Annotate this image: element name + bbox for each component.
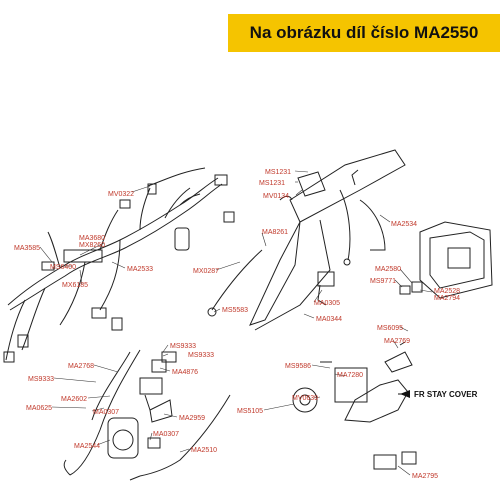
part-label[interactable]: MS1231 [265,169,291,176]
part-label[interactable]: MS1231 [259,180,285,187]
part-label[interactable]: MA2769 [384,338,410,345]
part-label[interactable]: MA3585 [14,245,40,252]
part-label[interactable]: MA3680 [79,235,105,242]
part-label[interactable]: MA2602 [61,396,87,403]
part-label[interactable]: MV0639 [292,395,318,402]
throttle-cables [63,349,231,481]
part-label[interactable]: MA0305 [314,300,340,307]
ignition-switch [317,271,335,287]
main-wiring-harness [3,167,235,363]
part-label[interactable]: MV0134 [263,193,289,200]
cable-end [207,307,217,317]
part-label[interactable]: MS6400 [50,264,76,271]
speedometer-cable [211,249,263,311]
part-label[interactable]: MS9333 [170,343,196,350]
front-dashboard [419,221,493,299]
part-label[interactable]: MA4876 [172,369,198,376]
part-label[interactable]: MA0344 [316,316,342,323]
part-label[interactable]: MX6185 [62,282,88,289]
part-label[interactable]: MA2580 [375,266,401,273]
title-banner: Na obrázku díl číslo MA2550 [228,14,500,52]
part-label[interactable]: MX8260 [79,242,105,249]
part-label[interactable]: MS9333 [188,352,214,359]
part-label[interactable]: MA2534 [391,221,417,228]
part-label[interactable]: MS6095 [377,325,403,332]
fr-stay-cover-note: FR STAY COVER [414,390,478,399]
part-label[interactable]: MA2533 [127,266,153,273]
part-label[interactable]: MS9771 [370,278,396,285]
part-label[interactable]: MS9333 [28,376,54,383]
part-label[interactable]: MA8261 [262,229,288,236]
part-label[interactable]: MA2768 [68,363,94,370]
part-label[interactable]: MS5583 [222,307,248,314]
relay [411,281,423,293]
part-label[interactable]: MA2528 [434,288,460,295]
part-label[interactable]: MA2510 [191,447,217,454]
part-label[interactable]: MA0307 [93,409,119,416]
lock-set [107,351,177,459]
part-label[interactable]: MS5105 [237,408,263,415]
part-label[interactable]: MX0287 [193,268,219,275]
part-label[interactable]: MA0307 [153,431,179,438]
part-label[interactable]: MS9586 [285,363,311,370]
part-drawings [3,149,493,481]
part-label[interactable]: MA0625 [26,405,52,412]
part-labels: MS1231 MS1231 MV0134 MV0322 MA2534 MA368… [14,169,460,480]
steering-column [249,149,406,331]
electrical-modules [292,341,417,470]
part-label[interactable]: MA2544 [74,443,100,450]
switch-wire [279,195,293,201]
part-label[interactable]: MV0322 [108,191,134,198]
part-label[interactable]: MA2794 [434,295,460,302]
switch-housing [297,171,326,197]
part-label[interactable]: MA2959 [179,415,205,422]
leader-lines [39,170,433,476]
banner-title: Na obrázku díl číslo MA2550 [249,23,479,42]
part-label[interactable]: MA7280 [337,372,363,379]
part-label[interactable]: MA2795 [412,473,438,480]
